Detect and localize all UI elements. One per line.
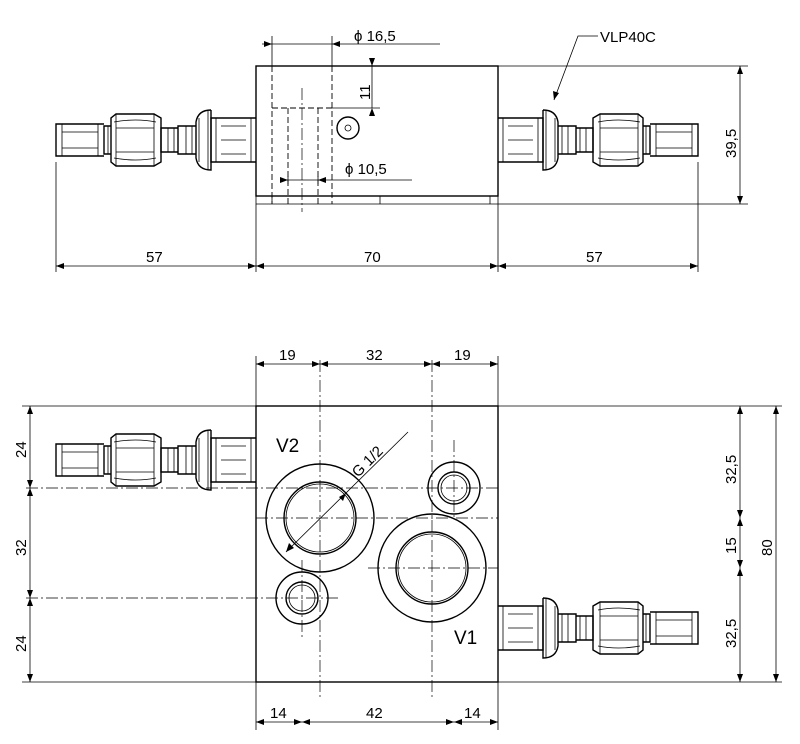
top-view: ϕ 16,5 ϕ 10,5 11 39,5 VLP40C 57 70 57 bbox=[55, 28, 748, 272]
port-v1-label: V1 bbox=[454, 628, 477, 649]
front-left-fitting bbox=[55, 429, 257, 491]
dim-bottom-42: 42 bbox=[366, 705, 383, 722]
dim-center-70: 70 bbox=[364, 249, 381, 266]
top-body bbox=[255, 65, 499, 197]
port-v1-inner bbox=[395, 531, 469, 605]
dim-height-11: 11 bbox=[357, 84, 374, 100]
port-v2-outer bbox=[265, 463, 375, 573]
top-right-fitting bbox=[497, 109, 699, 171]
dim-top-19-right: 19 bbox=[454, 347, 471, 364]
model-label: VLP40C bbox=[600, 29, 656, 46]
dim-top-19-left: 19 bbox=[279, 347, 296, 364]
dim-left-24-top: 24 bbox=[13, 441, 30, 458]
port-v2-inner bbox=[283, 481, 357, 555]
port-v2-label: V2 bbox=[276, 436, 299, 457]
dim-right-15: 15 bbox=[723, 537, 740, 554]
front-right-fitting bbox=[497, 597, 699, 659]
front-body bbox=[255, 405, 499, 683]
hole-upper-right bbox=[427, 461, 481, 515]
hole-lower-left bbox=[275, 571, 329, 625]
dim-diameter-16-5: ϕ 16,5 bbox=[354, 28, 396, 45]
top-left-fitting bbox=[55, 109, 257, 171]
dim-left-24-bottom: 24 bbox=[13, 635, 30, 652]
dim-total-80: 80 bbox=[759, 539, 776, 556]
dim-left-57: 57 bbox=[146, 249, 163, 266]
dim-bottom-14-left: 14 bbox=[270, 705, 287, 722]
dim-left-32: 32 bbox=[13, 539, 30, 556]
top-port-circle bbox=[336, 116, 360, 140]
front-view: G 1/2 V2 V1 19 32 19 24 32 24 32,5 15 32… bbox=[13, 347, 782, 730]
dim-diameter-10-5: ϕ 10,5 bbox=[345, 161, 387, 178]
port-v1-outer bbox=[377, 513, 487, 623]
dim-right-32-5-bottom: 32,5 bbox=[723, 619, 740, 648]
dim-bottom-14-right: 14 bbox=[464, 705, 481, 722]
dim-top-32: 32 bbox=[366, 347, 383, 364]
dim-height-39-5: 39,5 bbox=[723, 129, 740, 158]
dim-right-57: 57 bbox=[586, 249, 603, 266]
dim-right-32-5-top: 32,5 bbox=[723, 455, 740, 484]
thread-label: G 1/2 bbox=[349, 443, 387, 481]
